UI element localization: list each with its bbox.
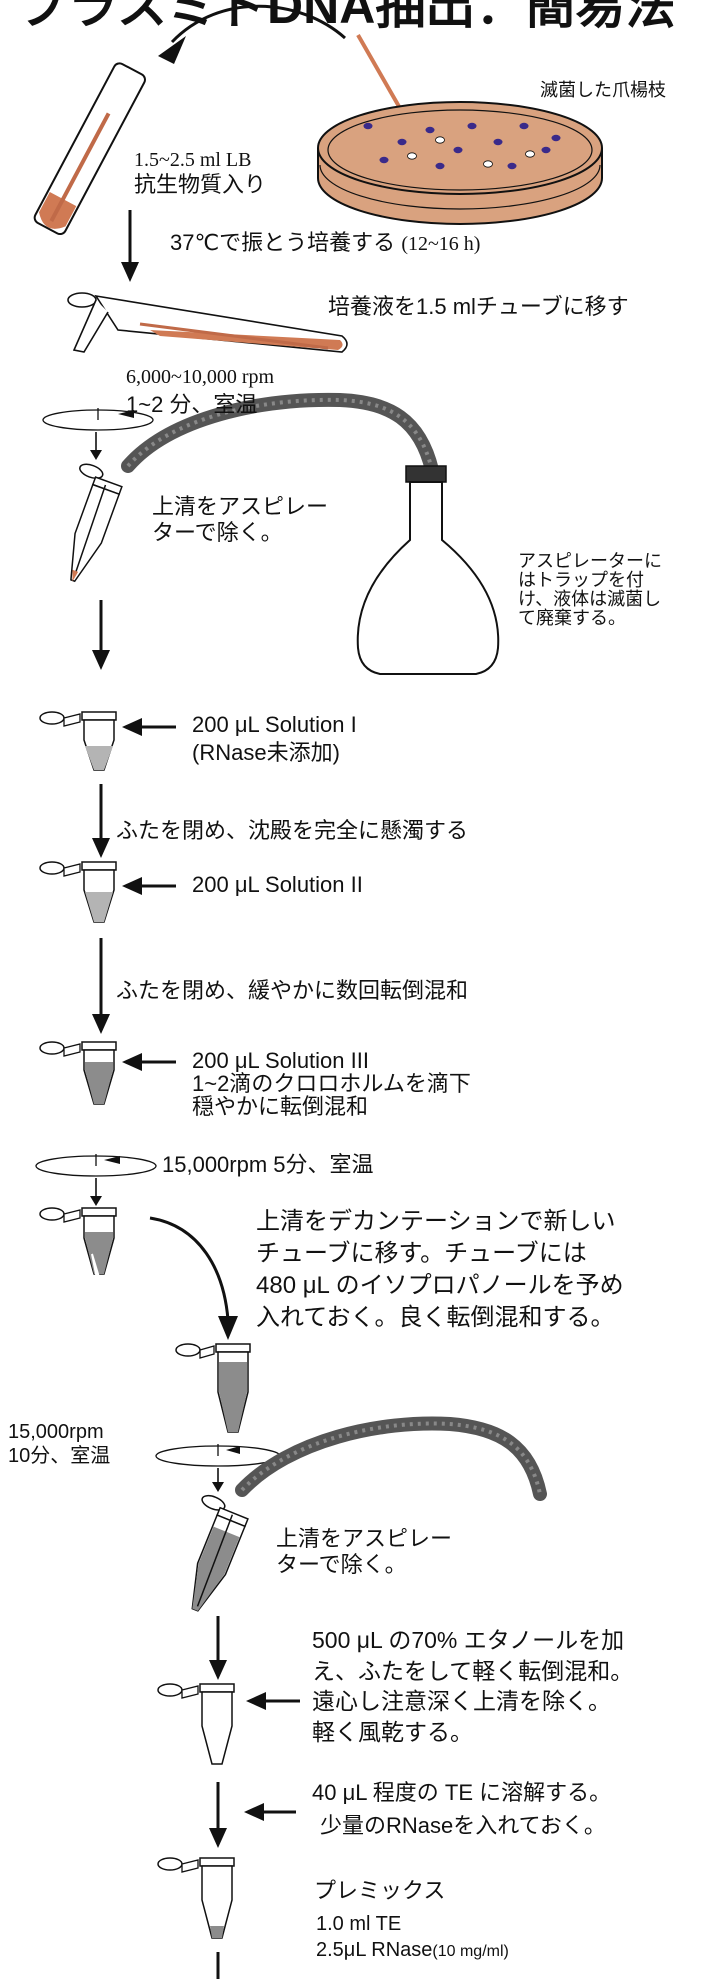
microtube-with-culture-icon xyxy=(67,292,348,353)
solution2-label: 200 μL Solution II xyxy=(192,872,363,897)
resuspend-label: ふたを閉め、沈殿を完全に懸濁する xyxy=(116,818,469,843)
microtube-icon xyxy=(39,861,117,923)
premix-te: 1.0 ml TE xyxy=(316,1913,402,1935)
rnase-none-label: (RNase未添加) xyxy=(192,740,340,765)
premix-rnase-amount: 2.5μL RNase xyxy=(316,1939,433,1961)
microtube-icon xyxy=(175,1343,251,1433)
ethanol-label: 500 μL の70% エタノールを加 え、ふたをして軽く転倒混和。 遠心し注意… xyxy=(312,1627,634,1745)
microtube-aspirating-icon xyxy=(70,463,123,583)
rpm1-label: 6,000~10,000 rpm xyxy=(126,366,275,388)
incubate-time: (12~16 h) xyxy=(401,233,481,255)
premix-rnase-concentration: (10 mg/ml) xyxy=(432,1943,509,1960)
incubate-label: 37℃で振とう培養する (12~16 h) xyxy=(170,230,480,256)
bacterial-colonies-icon xyxy=(363,122,561,170)
aspirate2-label: 上清をアスピレー ターで除く。 xyxy=(276,1526,453,1578)
invert-gently-label: ふたを閉め、緩やかに数回転倒混和 xyxy=(116,978,469,1003)
chloroform-label: 1~2滴のクロロホルムを滴下 xyxy=(192,1071,471,1096)
mix-gently-label: 穏やかに転倒混和 xyxy=(192,1094,369,1119)
toothpick-label: 滅菌した爪楊枝 xyxy=(540,80,666,100)
solution1-label: 200 μL Solution I xyxy=(192,712,357,737)
spin2-label: 15,000rpm 5分、室温 xyxy=(162,1152,374,1177)
premix-title: プレミックス xyxy=(314,1878,446,1903)
curved-arrow-plate-to-tube xyxy=(170,4,346,44)
lb-medium-label: 1.5~2.5 ml LB xyxy=(134,149,252,171)
incubate-text: 37℃で振とう培養する xyxy=(170,230,396,255)
microtube-icon xyxy=(157,1857,235,1939)
arrowhead xyxy=(158,36,186,64)
aspirate1-label: 上清をアスピレー ターで除く。 xyxy=(152,494,329,546)
premix-rnase: 2.5μL RNase(10 mg/ml) xyxy=(316,1938,509,1962)
aspirator-hose-icon xyxy=(121,392,439,477)
page-title: プラスミドDNA抽出：簡易法 xyxy=(18,0,676,34)
decant-arrow xyxy=(149,1216,230,1321)
microtube-icon xyxy=(39,1207,117,1275)
aspirator-hose-icon xyxy=(235,1416,547,1501)
microtube-icon xyxy=(39,1041,117,1105)
decant-label: 上清をデカンテーションで新しい チューブに移す。チューブには 480 μL のイ… xyxy=(256,1208,624,1331)
trap-note-label: アスピレーターに はトラップを付 け、液体は滅菌し て廃棄する。 xyxy=(518,551,662,628)
culture-tube-icon xyxy=(33,62,146,236)
spin3-label: 15,000rpm 10分、室温 xyxy=(8,1421,111,1467)
te-rnase-label: 少量のRNaseを入れておく。 xyxy=(320,1813,606,1838)
microtube-icon xyxy=(157,1683,235,1765)
antibiotic-label: 抗生物質入り xyxy=(134,172,267,197)
te-dissolve-label: 40 μL 程度の TE に溶解する。 xyxy=(312,1780,612,1805)
trap-flask-icon xyxy=(356,465,500,675)
microtube-icon xyxy=(39,711,117,771)
petri-dish-icon xyxy=(317,101,603,225)
transfer-label: 培養液を1.5 mlチューブに移す xyxy=(328,294,629,319)
microtube-aspirating-icon xyxy=(191,1494,249,1612)
solution3-label: 200 μL Solution III xyxy=(192,1048,369,1073)
spin1-time-label: 1~2 分、室温 xyxy=(126,392,258,417)
